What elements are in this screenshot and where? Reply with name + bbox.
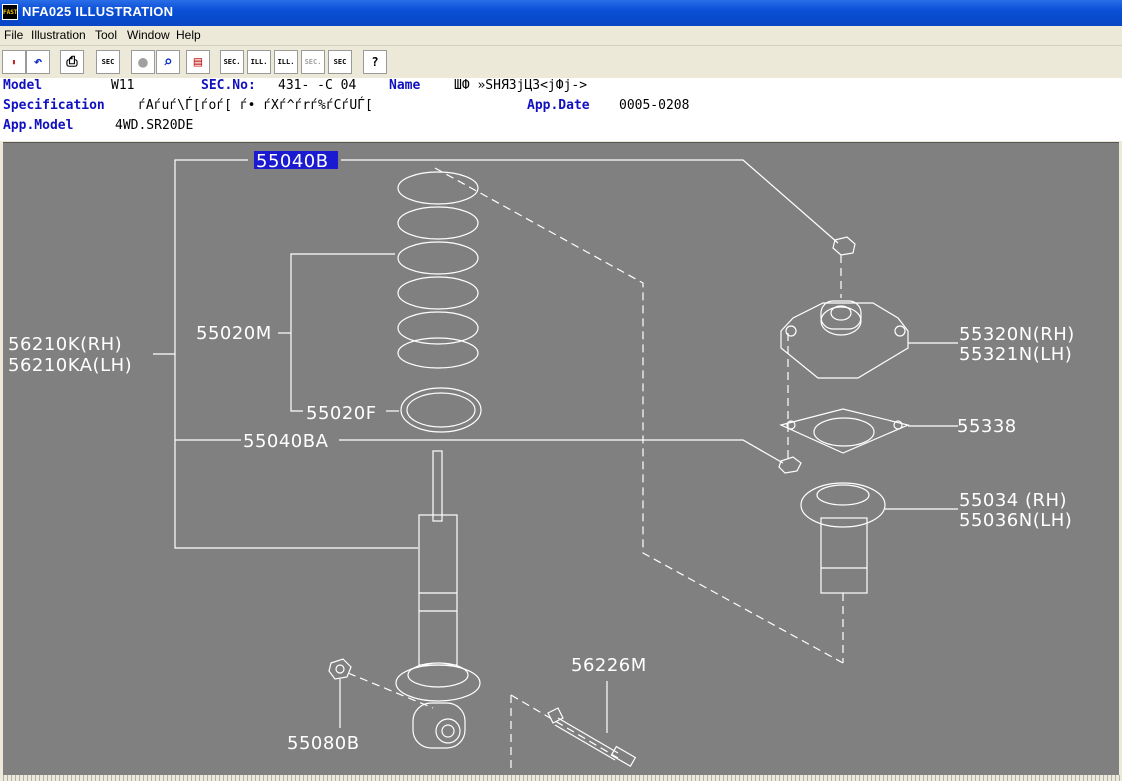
sec-label: SEC.No: xyxy=(201,78,256,93)
part-55040B[interactable]: 55040B xyxy=(256,151,329,172)
name-label: Name xyxy=(389,78,421,93)
leader-line xyxy=(339,439,784,464)
selected-part-highlight xyxy=(254,151,338,169)
part-55034[interactable]: 55034 (RH) xyxy=(959,490,1067,511)
menu-help[interactable]: Help xyxy=(176,28,201,42)
part-55020M[interactable]: 55020M xyxy=(196,323,272,344)
model-label: Model xyxy=(3,78,43,93)
print-icon[interactable]: ⎙ xyxy=(60,50,84,74)
status-strip xyxy=(0,775,1122,781)
leader-line xyxy=(341,159,839,244)
part-56226M[interactable]: 56226M xyxy=(571,655,647,676)
dashed-guide xyxy=(347,672,434,709)
zoom-icon[interactable]: ⌕ xyxy=(156,50,180,74)
illustration-canvas[interactable]: 55040B 56210K(RH) 56210KA(LH) 55020M 550… xyxy=(3,142,1119,775)
spring-seat-drawing xyxy=(400,387,482,433)
appdate-value: 0005-0208 xyxy=(619,98,690,113)
stop-icon[interactable]: ● xyxy=(131,50,155,74)
open-book-icon[interactable]: ▮ xyxy=(2,50,26,74)
lower-nut-drawing xyxy=(778,456,802,474)
next-ill-icon[interactable]: ILL. xyxy=(274,50,298,74)
part-56210KA[interactable]: 56210KA(LH) xyxy=(8,355,132,376)
bolt-drawing xyxy=(547,707,637,768)
part-55036N[interactable]: 55036N(LH) xyxy=(959,510,1072,531)
leader-line xyxy=(174,159,418,549)
undo-icon[interactable]: ↶ xyxy=(26,50,50,74)
shock-absorber-drawing xyxy=(395,450,481,749)
strut-mount-drawing xyxy=(780,300,909,379)
coil-spring-drawing xyxy=(397,171,479,369)
part-56210K[interactable]: 56210K(RH) xyxy=(8,334,122,355)
menu-window[interactable]: Window xyxy=(127,28,170,42)
next-sec-icon[interactable]: SEC. xyxy=(301,50,325,74)
window-title: NFA025 ILLUSTRATION xyxy=(22,4,174,19)
appmodel-label: App.Model xyxy=(3,118,74,133)
info-panel: Model W11 SEC.No: 431- -C 04 Name ШФ »SH… xyxy=(0,78,1122,141)
menu-file[interactable]: File xyxy=(4,28,24,42)
menu-tool[interactable]: Tool xyxy=(95,28,118,42)
menu-bar: File Illustration Tool Window Help xyxy=(0,26,1122,46)
catalog-icon[interactable]: ▤ xyxy=(186,50,210,74)
sec-query-icon[interactable]: SEC xyxy=(328,50,352,74)
part-55338[interactable]: 55338 xyxy=(957,416,1017,437)
spec-value: ѓAѓuѓ\Ѓ[ѓoѓ[ ѓ• ѓXѓ^ѓrѓ%ѓCѓUЃ[ xyxy=(138,98,373,113)
parts-diagram: 55040B 56210K(RH) 56210KA(LH) 55020M 550… xyxy=(8,151,1075,771)
gasket-drawing xyxy=(779,408,910,454)
part-55320N[interactable]: 55320N(RH) xyxy=(959,324,1075,345)
sec-list-icon[interactable]: SEC xyxy=(96,50,120,74)
prev-sec-icon[interactable]: SEC. xyxy=(220,50,244,74)
part-55040BA[interactable]: 55040BA xyxy=(243,431,329,452)
toolbar: ▮ ↶ ⎙ SEC ● ⌕ ▤ SEC. ILL. ILL. SEC. SEC … xyxy=(0,46,1122,78)
part-55080B[interactable]: 55080B xyxy=(287,733,360,754)
top-nut-drawing xyxy=(832,236,856,256)
appmodel-value: 4WD.SR20DE xyxy=(115,118,194,133)
bump-stop-drawing xyxy=(800,482,886,594)
sec-value: 431- -C 04 xyxy=(278,78,357,93)
prev-ill-icon[interactable]: ILL. xyxy=(247,50,271,74)
part-55020F[interactable]: 55020F xyxy=(306,403,377,424)
name-value: ШФ »SHЯ3jЦЗ<jФj-> xyxy=(454,78,588,93)
appdate-label: App.Date xyxy=(527,98,590,113)
part-55321N[interactable]: 55321N(LH) xyxy=(959,344,1072,365)
nut-drawing xyxy=(328,658,352,680)
app-icon: FAST xyxy=(2,4,18,20)
dashed-guide xyxy=(434,167,844,664)
model-value: W11 xyxy=(111,78,135,93)
dashed-guide xyxy=(510,694,619,759)
menu-illustration[interactable]: Illustration xyxy=(31,28,86,42)
title-bar: FAST NFA025 ILLUSTRATION xyxy=(0,0,1122,26)
help-pointer-icon[interactable]: ? xyxy=(363,50,387,74)
leader-line xyxy=(290,253,395,412)
spec-label: Specification xyxy=(3,98,105,113)
